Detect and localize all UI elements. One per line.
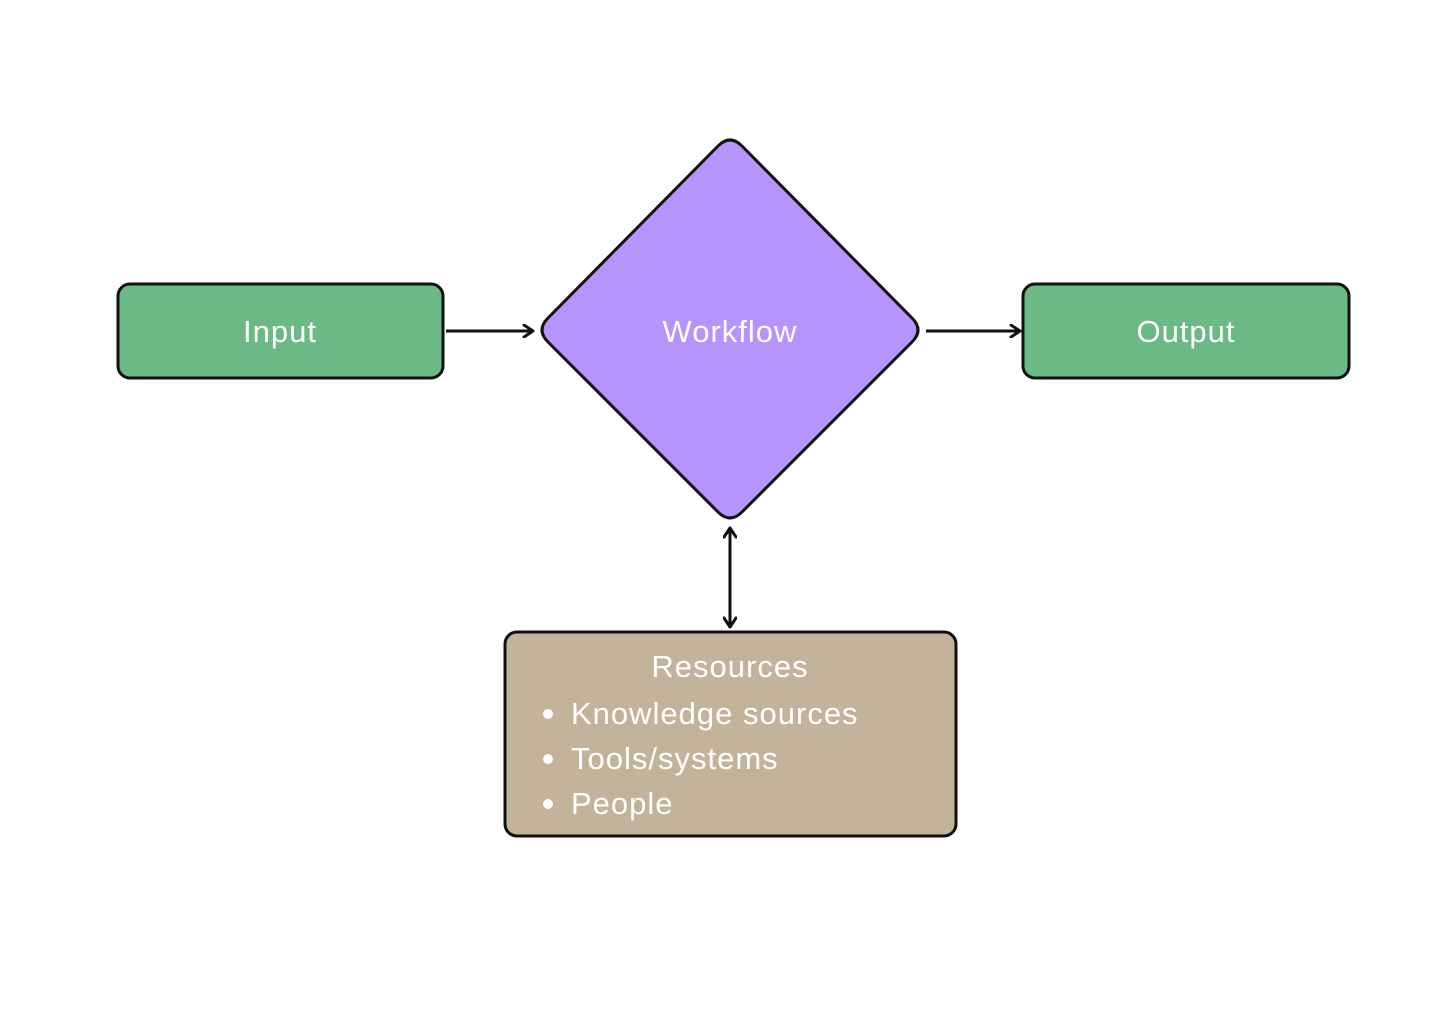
output-label: Output: [1136, 314, 1235, 349]
resources-bullet: [543, 709, 553, 719]
resources-item-tools: Tools/systems: [571, 741, 779, 776]
workflow-diamond: [540, 138, 920, 520]
output-node: Output: [1021, 282, 1351, 380]
resources-node: Resources Knowledge sources Tools/system…: [503, 630, 958, 838]
resources-item-people: People: [571, 786, 674, 821]
output-box: [1021, 282, 1351, 380]
resources-bullet: [543, 754, 553, 764]
resources-title: Resources: [651, 649, 808, 684]
workflow-label: Workflow: [663, 314, 798, 349]
resources-box: [503, 630, 958, 838]
resources-item-knowledge: Knowledge sources: [571, 696, 859, 731]
input-label: Input: [243, 314, 317, 349]
input-node: Input: [116, 282, 445, 380]
workflow-node: Workflow: [540, 138, 920, 520]
input-box: [116, 282, 445, 380]
resources-bullet: [543, 799, 553, 809]
